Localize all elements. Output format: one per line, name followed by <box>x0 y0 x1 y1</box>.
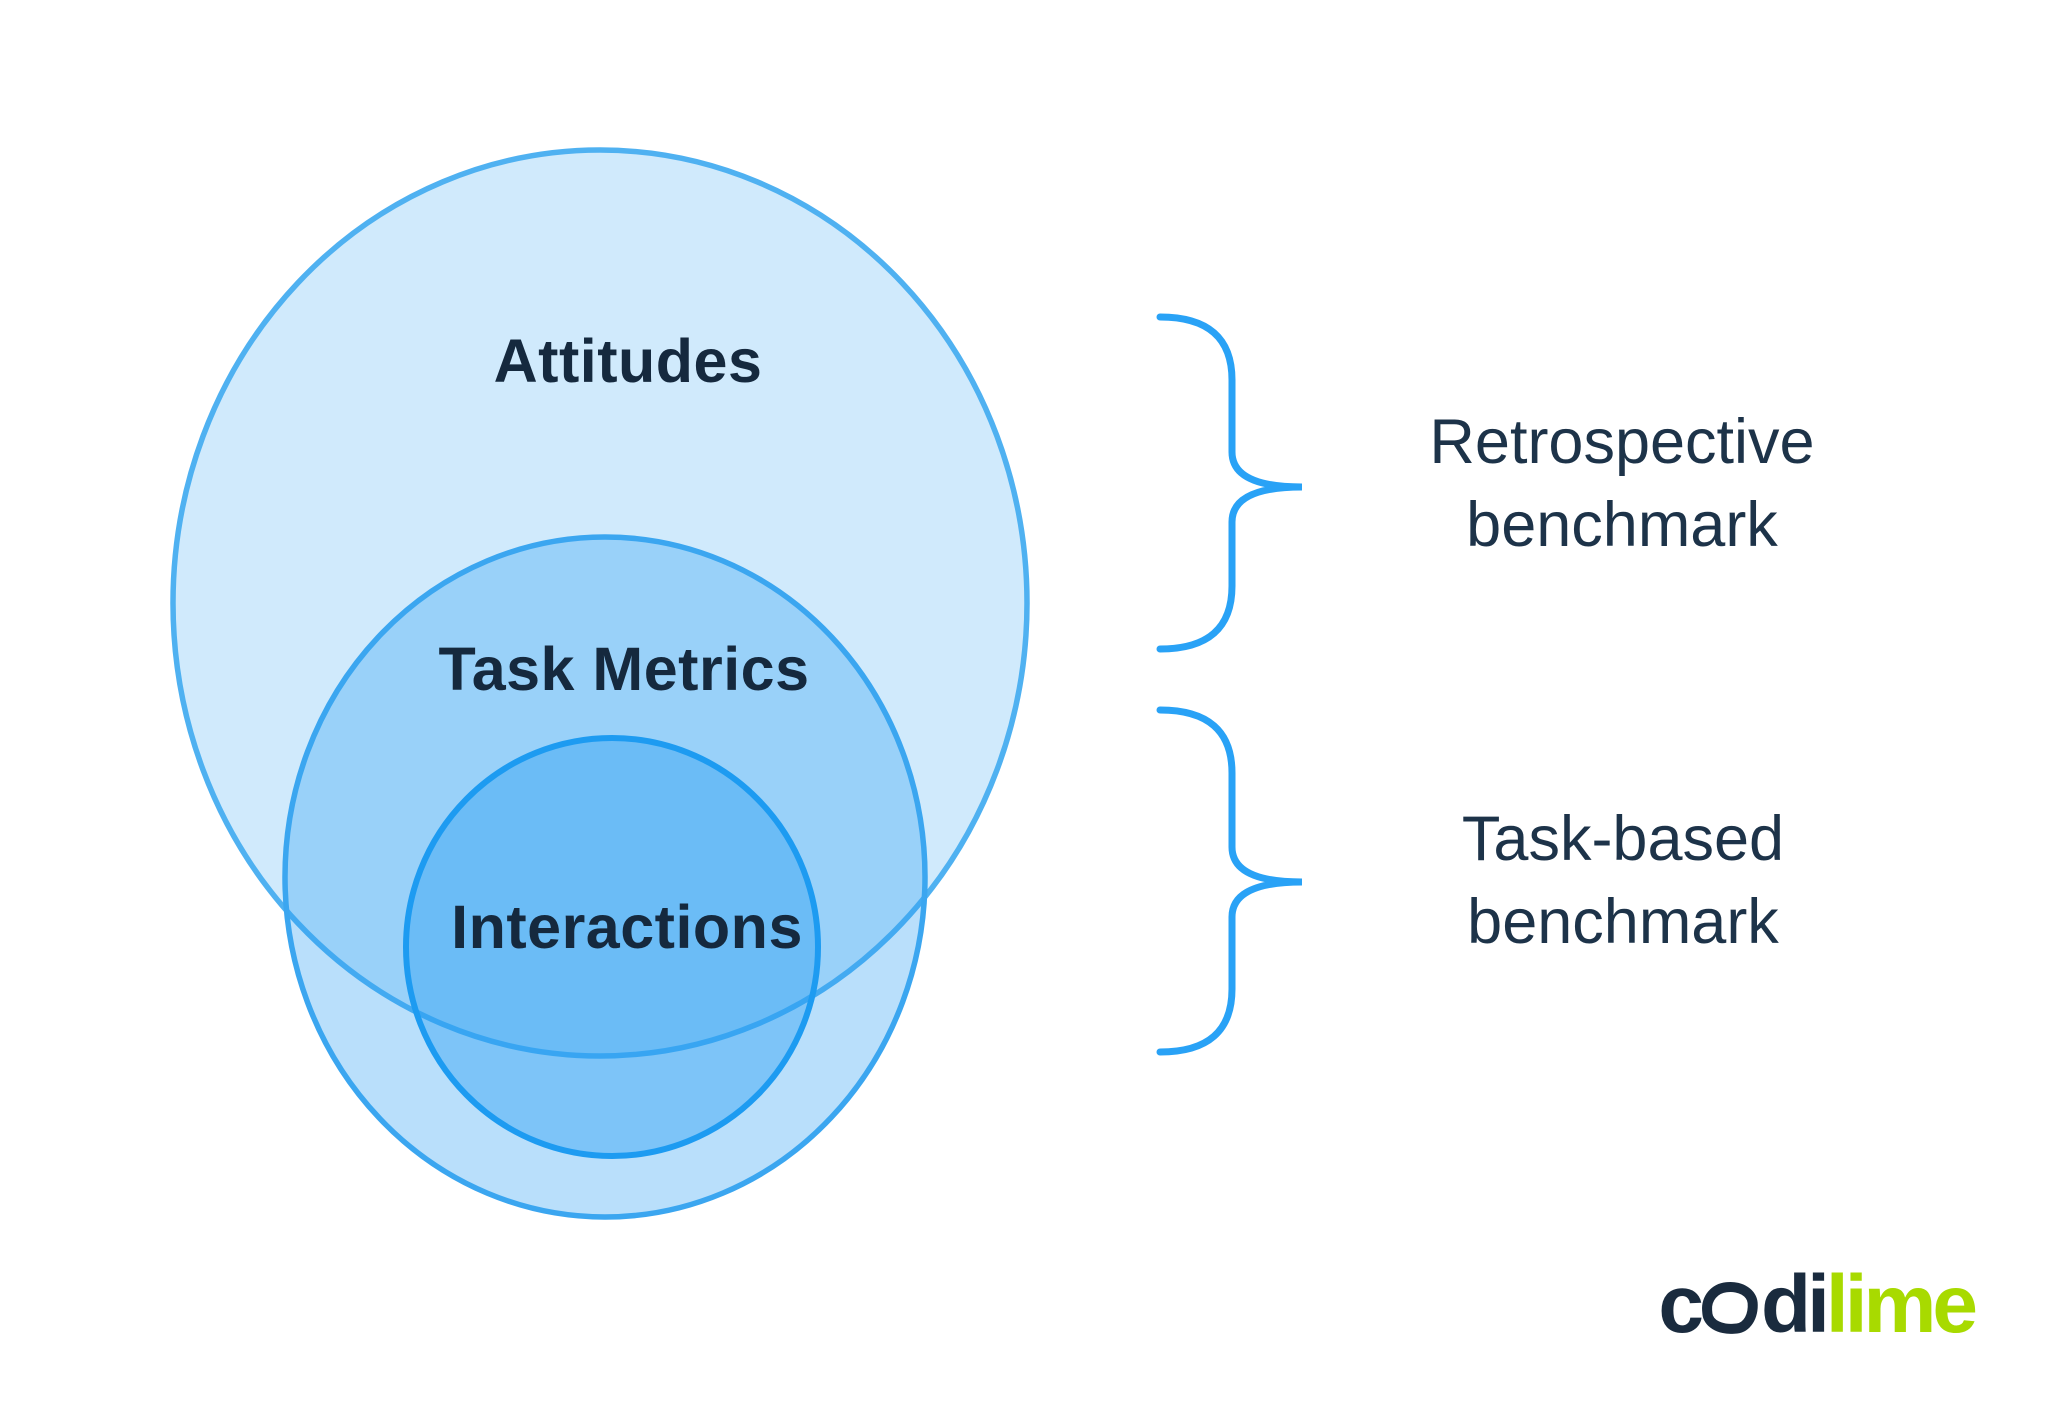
logo-text-lime: lime <box>1825 1259 1978 1350</box>
retrospective-benchmark-label: Retrospective benchmark <box>1429 401 1814 567</box>
task-based-brace <box>1156 706 1303 1056</box>
interactions-circle <box>403 735 821 1159</box>
task-based-benchmark-label: Task-based benchmark <box>1462 798 1784 964</box>
interactions-label: Interactions <box>451 893 803 961</box>
task-based-benchmark-line2: benchmark <box>1467 887 1779 957</box>
retrospective-benchmark-line2: benchmark <box>1466 490 1778 560</box>
retrospective-brace <box>1156 313 1303 653</box>
retrospective-benchmark-line1: Retrospective <box>1429 406 1815 477</box>
attitudes-circle <box>170 147 1030 1059</box>
attitudes-label: Attitudes <box>493 327 763 395</box>
task-metrics-circle <box>282 534 928 1220</box>
logo-lemon-o-icon <box>1699 1279 1761 1337</box>
task-based-benchmark-line1: Task-based <box>1461 803 1785 874</box>
logo-text-c: c <box>1658 1259 1704 1350</box>
task-metrics-label: Task Metrics <box>438 635 810 703</box>
logo-text-di: di <box>1761 1259 1830 1350</box>
